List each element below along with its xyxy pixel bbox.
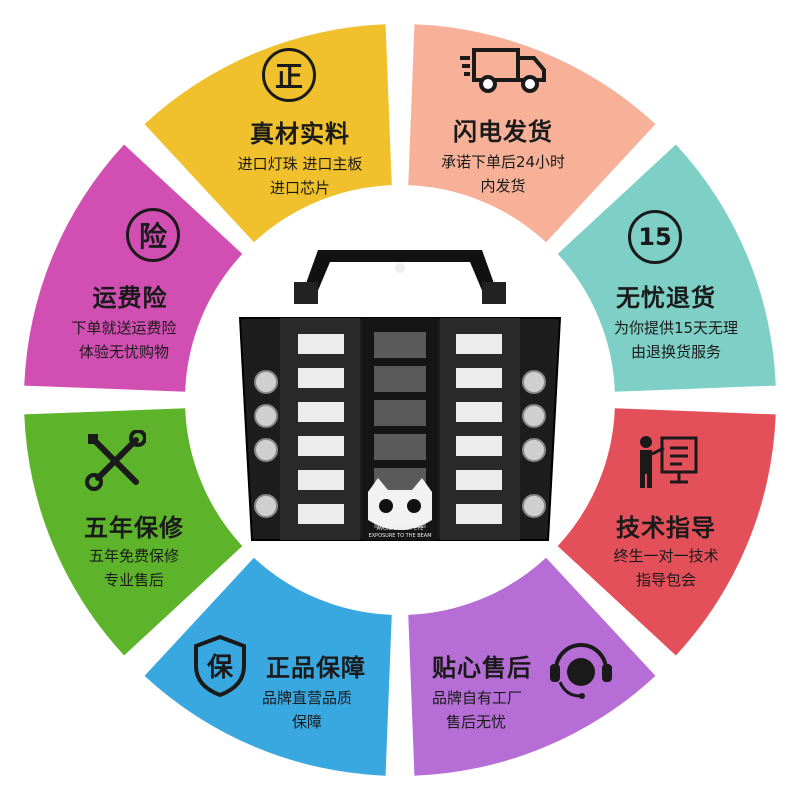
segment-genuine [144,557,392,776]
guidance-line-2: 指导包会 [635,571,697,589]
fixture-lens [522,438,546,462]
shipping-title: 闪电发货 [453,118,553,146]
presenter-board-icon [640,436,698,488]
genuine-line-2: 保障 [292,713,323,731]
segment-shipping [408,24,656,243]
genuine-title: 正品保障 [266,654,366,682]
shipping-line-2: 内发货 [480,177,526,195]
guidance-line-1: 终生一对一技术 [613,547,719,565]
fixture-lens [522,494,546,518]
warning-caption-line2: EXPOSURE TO THE BEAM [368,533,431,539]
segment-after-sales [408,557,656,776]
bao-glyph: 保 [206,653,234,683]
returns-line-1: 为你提供15天无理 [613,319,739,337]
fixture-lens [254,438,278,462]
warranty-line-1: 五年免费保修 [88,547,180,565]
xian-seal-icon: 险 [126,208,180,262]
quality-title: 真材实料 [250,120,350,148]
fixture-window [298,402,344,422]
shipping-line-1: 承诺下单后24小时 [440,153,566,171]
fixture-panel [374,366,426,392]
warranty-title: 五年保修 [84,514,184,542]
zheng-seal-icon: 正 [262,48,316,102]
quality-line-1: 进口灯珠 进口主板 [237,155,363,173]
delivery-truck-icon [460,48,546,93]
fixture-lens [254,370,278,394]
after-sales-line-2: 售后无忧 [446,713,507,731]
fixture-window [456,436,502,456]
xian-glyph: 险 [138,220,167,253]
guidance-title: 技术指导 [616,514,716,542]
fixture-window [298,368,344,388]
fixture-panel [374,434,426,460]
insurance-title: 运费险 [92,284,168,312]
fixture-window [298,436,344,456]
fixture-lens [254,404,278,428]
insurance-line-1: 下单就送运费险 [71,319,177,337]
stage-light-fixture-icon: AVOID DIRECT EYE EXPOSURE TO THE BEAM [238,250,562,541]
fixture-window [298,504,344,524]
fixture-panel [374,400,426,426]
wrench-screwdriver-icon [85,430,146,491]
bao-shield-icon: 保 [194,634,246,698]
warning-caption-line1: AVOID DIRECT EYE [377,526,424,532]
after-sales-line-1: 品牌自有工厂 [432,689,523,707]
fixture-window [298,470,344,490]
fixture-window [456,504,502,524]
segment-returns [557,144,776,392]
fixture-panel [374,332,426,358]
fixture-window [456,470,502,490]
after-sales-title: 贴心售后 [432,654,532,682]
fixture-window [456,402,502,422]
fixture-lens [254,494,278,518]
segment-guidance [557,408,776,656]
returns-title: 无忧退货 [616,284,716,312]
fifteen-glyph: 15 [638,223,672,251]
segment-quality [144,24,392,243]
zheng-glyph: 正 [274,60,303,93]
genuine-line-1: 品牌直营品质 [262,689,353,707]
warranty-line-2: 专业售后 [103,571,165,589]
insurance-line-2: 体验无忧购物 [78,343,170,361]
fixture-window [298,334,344,354]
segment-warranty [24,408,243,656]
fixture-window [456,334,502,354]
quality-line-2: 进口芯片 [269,179,331,197]
fixture-lens [522,404,546,428]
segment-insurance [24,144,243,392]
returns-line-2: 由退换货服务 [630,343,722,361]
fifteen-days-icon: 15 [628,210,682,264]
headset-support-icon [550,643,612,699]
fixture-lens [522,370,546,394]
fixture-window [456,368,502,388]
